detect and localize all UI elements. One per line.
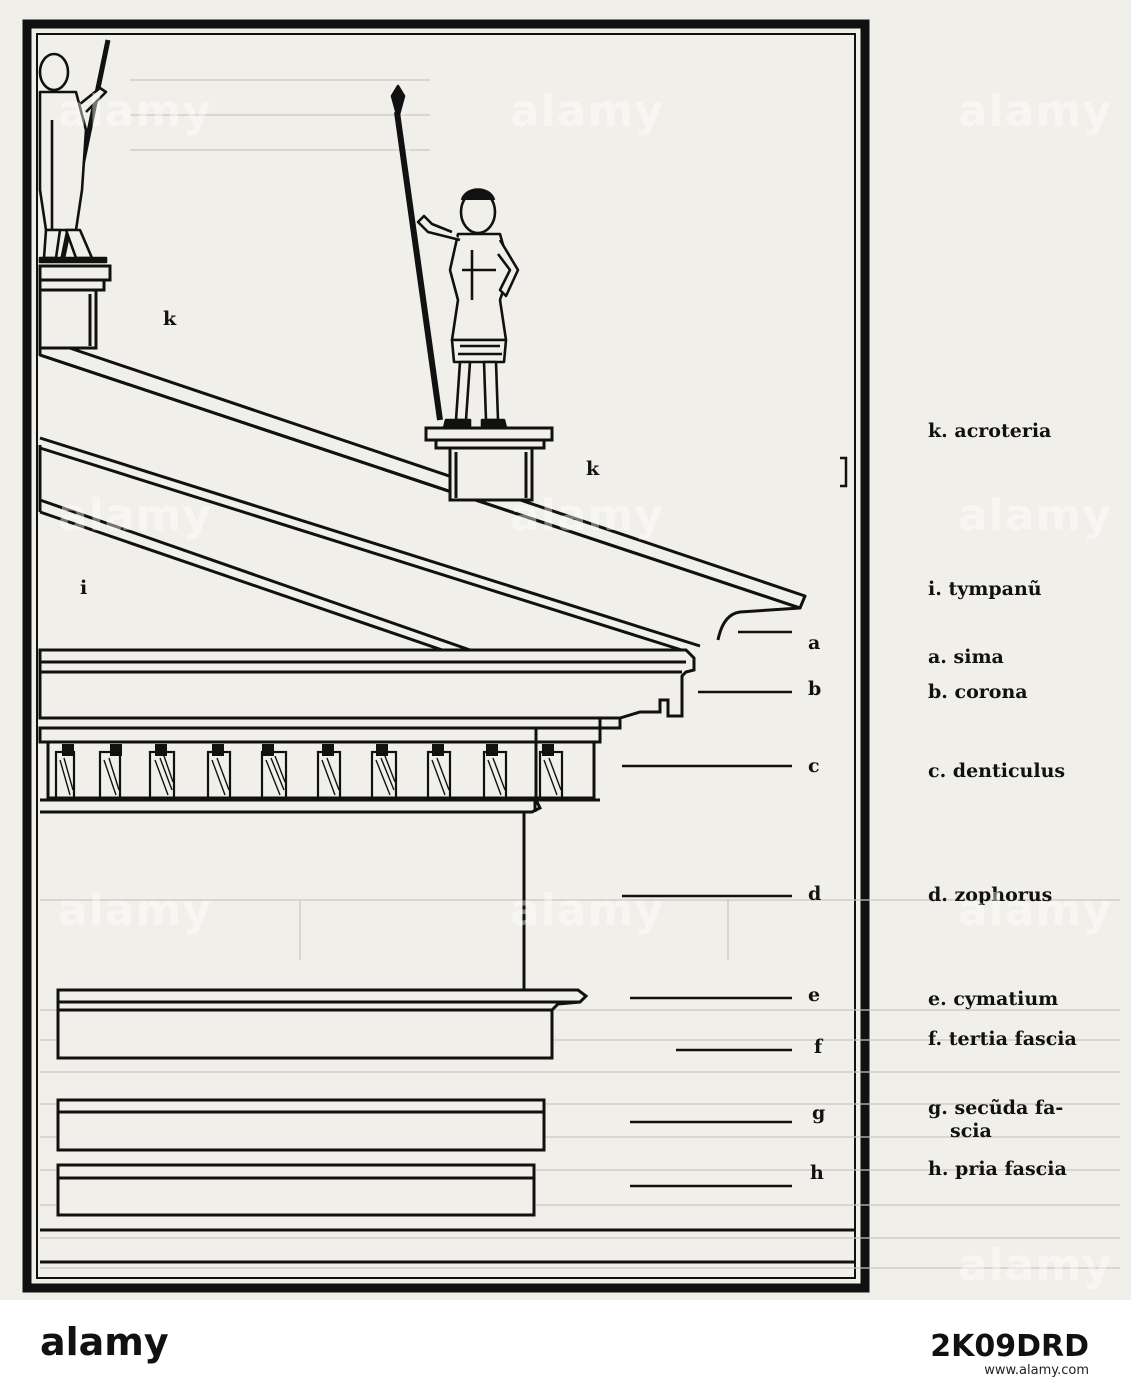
figure-letter-g: g [812, 1102, 826, 1124]
woodcut-plate: k k i a b c d e f g h k. acroteria i. ty… [0, 0, 1131, 1300]
legend-i: i. tympanũ [928, 578, 1042, 600]
watermark: alamy [58, 86, 212, 137]
figure-letter-c: c [808, 755, 820, 777]
footer-logo: alamy [40, 1320, 169, 1364]
footer-site: www.alamy.com [984, 1363, 1089, 1378]
legend-h: h. pria fascia [928, 1158, 1067, 1180]
watermark: alamy [958, 490, 1112, 541]
entablature-woodcut [22, 19, 1120, 1293]
statue-left [38, 39, 111, 264]
dentil-blocks [54, 750, 564, 800]
dentil-hatching [59, 755, 562, 796]
frame-mark [840, 456, 848, 488]
legend-b: b. corona [928, 681, 1028, 703]
legend-d: d. zophorus [928, 884, 1053, 906]
watermark: alamy [58, 490, 212, 541]
leader-lines [622, 630, 792, 1188]
figure-letter-k-upper: k [163, 308, 177, 330]
figure-letter-e: e [808, 984, 821, 1006]
figure-letter-i: i [80, 577, 88, 599]
dentil-band [38, 726, 602, 814]
legend-f: f. tertia fascia [928, 1028, 1077, 1050]
watermark: alamy [958, 1240, 1112, 1291]
watermark: alamy [58, 885, 212, 936]
watermark: alamy [510, 490, 664, 541]
watermark: alamy [958, 885, 1112, 936]
image-id: 2K09DRD [930, 1329, 1089, 1364]
legend-e: e. cymatium [928, 988, 1059, 1010]
figure-letter-a: a [808, 632, 821, 654]
legend-a: a. sima [928, 646, 1004, 668]
figure-letter-k-lower: k [586, 458, 600, 480]
frame-inner [36, 33, 856, 1279]
frame-outer [22, 19, 870, 1293]
cornice [38, 648, 696, 730]
pediment [38, 336, 807, 654]
legend-g-line2: scia [950, 1120, 992, 1142]
figure-letter-b: b [808, 678, 822, 700]
acroterium-pedestal [424, 426, 554, 502]
watermark: alamy [510, 885, 664, 936]
acroterium-pedestal-left [38, 264, 112, 350]
figure-letter-f: f [814, 1036, 823, 1058]
statue-soldier [390, 84, 520, 430]
legend-c: c. denticulus [928, 760, 1066, 782]
figure-letter-d: d [808, 883, 822, 905]
architrave [40, 988, 855, 1264]
legend-g-line1: g. secũda fa- [928, 1097, 1064, 1119]
figure-letter-h: h [810, 1162, 824, 1184]
watermark: alamy [958, 86, 1112, 137]
footer-bar [0, 1300, 1131, 1390]
frieze [40, 810, 526, 990]
watermark: alamy [510, 86, 664, 137]
legend-k: k. acroteria [928, 420, 1052, 442]
